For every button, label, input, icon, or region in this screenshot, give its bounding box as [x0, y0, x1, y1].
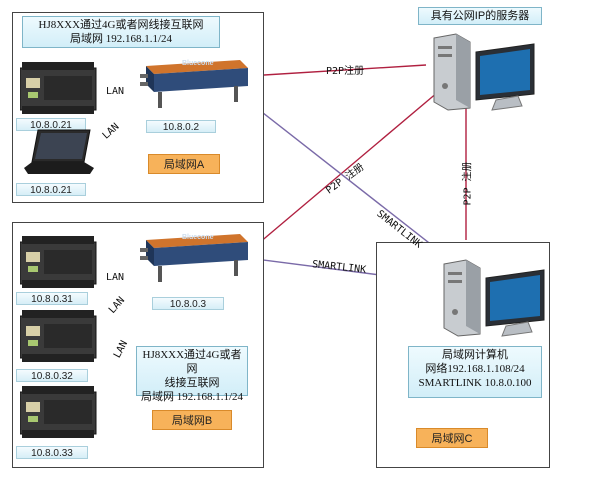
smartlink-a-c: [243, 97, 457, 265]
laptop-a-ip: 10.8.0.21: [16, 183, 86, 196]
p2p-link-a-server: [247, 64, 427, 77]
plc-b3-ip: 10.8.0.33: [16, 446, 88, 459]
router-a-icon: Bluecone: [138, 56, 250, 121]
router-b-brand: Bluecone: [182, 234, 214, 241]
router-b-icon: Bluecone: [138, 230, 250, 295]
plc-device-icon: [19, 62, 98, 119]
plc-b2-ip: 10.8.0.32: [16, 369, 88, 382]
badge-b: 局域网B: [152, 410, 232, 430]
lan-computer-icon: [440, 256, 550, 343]
p2p-link-b-server: [245, 91, 439, 255]
info-b-line1: HJ8XXX通过4G或者网: [142, 349, 242, 375]
badge-c: 局域网C: [416, 428, 488, 448]
info-box-b: HJ8XXX通过4G或者网 线接互联网 局域网 192.168.1.1/24: [136, 346, 248, 403]
badge-a: 局域网A: [148, 154, 220, 174]
server-computer-icon: [430, 30, 540, 117]
info-c-line1: 局域网计算机: [442, 349, 508, 361]
info-c-line3: SMARTLINK 10.8.0.100: [418, 377, 532, 389]
info-b-line2: 线接互联网: [164, 377, 220, 389]
router-a-brand: Bluecone: [182, 60, 214, 67]
plc-device-icon: [19, 236, 98, 293]
plc-device-icon: [19, 310, 98, 367]
router-b-ip: 10.8.0.3: [152, 297, 224, 310]
server-label: 具有公网IP的服务器: [418, 7, 542, 25]
p2p-label-a: P2P注册: [326, 66, 365, 77]
info-b-line3: 局域网 192.168.1.1/24: [140, 391, 244, 403]
p2p-label-c: P2P 注册: [462, 161, 474, 206]
lan-label-b1: LAN: [106, 272, 125, 283]
info-a-line2: 局域网 192.168.1.1/24: [69, 33, 173, 45]
lan-label-a1: LAN: [106, 86, 125, 97]
info-box-a: HJ8XXX通过4G或者网线接互联网 局域网 192.168.1.1/24: [22, 16, 220, 48]
plc-device-icon: [19, 386, 98, 443]
plc-b1-ip: 10.8.0.31: [16, 292, 88, 305]
info-c-line2: 网络192.168.1.108/24: [425, 363, 525, 375]
info-a-line1: HJ8XXX通过4G或者网线接互联网: [38, 19, 204, 31]
router-a-ip: 10.8.0.2: [146, 120, 216, 133]
info-box-c: 局域网计算机 网络192.168.1.108/24 SMARTLINK 10.8…: [408, 346, 542, 398]
laptop-icon: [24, 128, 96, 187]
